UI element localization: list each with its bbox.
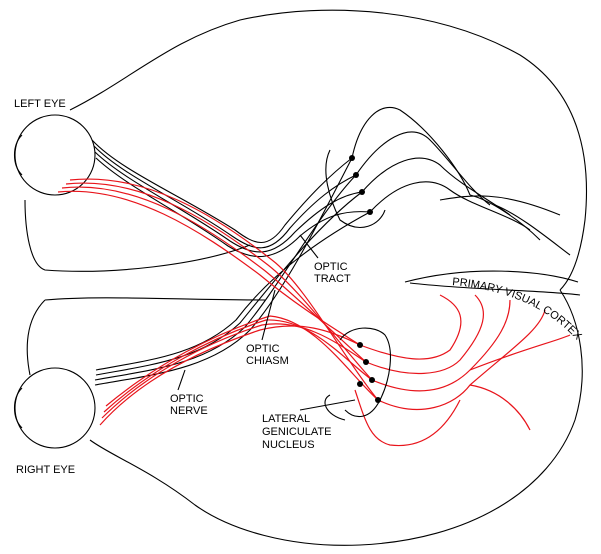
label-optic-chiasm-2: CHIASM [246,355,289,367]
label-optic-nerve: OPTIC [170,393,204,405]
left-eye-uncrossed-fibers [91,139,371,257]
left-eye [13,114,96,196]
right-eye-red-fibers [99,315,379,426]
label-primary-visual-cortex: PRIMARY VISUAL CORTEX [452,276,584,343]
right-eye [13,367,96,449]
label-primary-visual-cortex-path: PRIMARY VISUAL CORTEX [452,276,584,343]
label-right-eye: RIGHT EYE [16,464,75,476]
label-left-eye: LEFT EYE [14,98,66,110]
label-lgn-2: GENICULATE [262,426,331,438]
lower-optic-radiations [354,294,571,447]
label-optic-nerve-2: NERVE [170,405,208,417]
brain-outline [24,9,588,546]
label-lgn-3: NUCLEUS [262,439,315,451]
left-eye-crossed-red-fibers [57,178,379,401]
lgn-outline [324,327,391,421]
label-optic-tract: OPTIC [314,261,348,273]
lgn-synapse-dots [349,155,381,403]
leader-lines [177,234,356,411]
upper-optic-radiations [325,106,571,256]
label-lgn: LATERAL [262,413,310,425]
label-optic-chiasm: OPTIC [246,343,280,355]
label-optic-tract-2: TRACT [314,273,351,285]
